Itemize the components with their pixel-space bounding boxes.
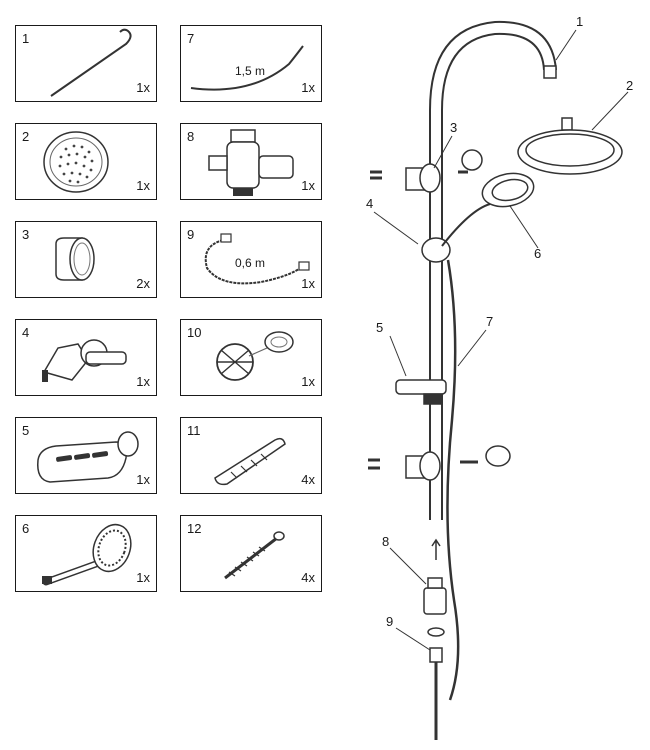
part-quantity: 1x [136,570,150,585]
part-box-2: 2 1x [15,123,157,200]
part-box-6: 6 1x [15,515,157,592]
part-number: 11 [187,423,201,438]
soap-dish [395,379,447,395]
screw-illustration [181,516,321,591]
part-number: 10 [187,325,202,340]
diverter-tee [423,587,447,615]
part-number: 4 [22,325,30,340]
callout-4: 4 [366,196,374,211]
part-number: 6 [22,521,30,536]
part-number: 12 [187,521,202,536]
callout-1: 1 [576,14,584,29]
part-number: 9 [187,227,195,242]
callout-6: 6 [534,246,542,261]
part-box-8: 8 1x [180,123,322,200]
part-number: 8 [187,129,195,144]
callout-3: 3 [450,120,458,135]
callout-5: 5 [376,320,384,335]
part-box-9: 0,6 m 9 1x [180,221,322,298]
part-quantity: 1x [301,80,315,95]
hand-shower-illustration [16,516,156,591]
callout-9: 9 [386,614,394,629]
wall-bracket-illustration [16,222,156,297]
part-quantity: 1x [136,80,150,95]
part-box-5: 5 1x [15,417,157,494]
assembly-drawing: 1 2 3 4 5 6 7 8 9 [330,0,650,750]
part-number: 5 [22,423,30,438]
part-box-10: 10 1x [180,319,322,396]
part-box-12: 12 4x [180,515,322,592]
arm-nozzle [543,65,557,79]
part-number: 7 [187,31,195,46]
part-quantity: 1x [136,472,150,487]
part-quantity: 1x [136,374,150,389]
part-quantity: 1x [301,276,315,291]
diverter-tee-illustration [181,124,321,199]
callout-2: 2 [626,78,634,93]
part-quantity: 1x [301,374,315,389]
wall-plug-illustration [181,418,321,493]
part-number: 1 [22,31,30,46]
part-quantity: 1x [136,178,150,193]
hose-length-label: 1,5 m [235,64,266,78]
callout-8: 8 [382,534,390,549]
long-hose-illustration [181,26,321,101]
short-hose-illustration [181,222,321,297]
part-box-1: 1 1x [15,25,157,102]
part-quantity: 2x [136,276,150,291]
part-box-3: 3 2x [15,221,157,298]
assembly-svg [368,20,629,740]
sliding-holder-illustration [16,320,156,395]
part-quantity: 4x [301,570,315,585]
flow-limiter-illustration [181,320,321,395]
part-box-4: 4 1x [15,319,157,396]
soap-dish-illustration [16,418,156,493]
hose-length-label: 0,6 m [235,256,266,270]
overhead-shower-head-illustration [16,124,156,199]
part-quantity: 1x [301,178,315,193]
part-number: 2 [22,129,30,144]
shower-arm [429,20,557,520]
part-number: 3 [22,227,30,242]
shower-arm-illustration [16,26,156,101]
callout-7: 7 [486,314,494,329]
part-box-11: 11 4x [180,417,322,494]
long-hose [446,259,460,701]
part-quantity: 4x [301,472,315,487]
part-box-7: 1,5 m 7 1x [180,25,322,102]
